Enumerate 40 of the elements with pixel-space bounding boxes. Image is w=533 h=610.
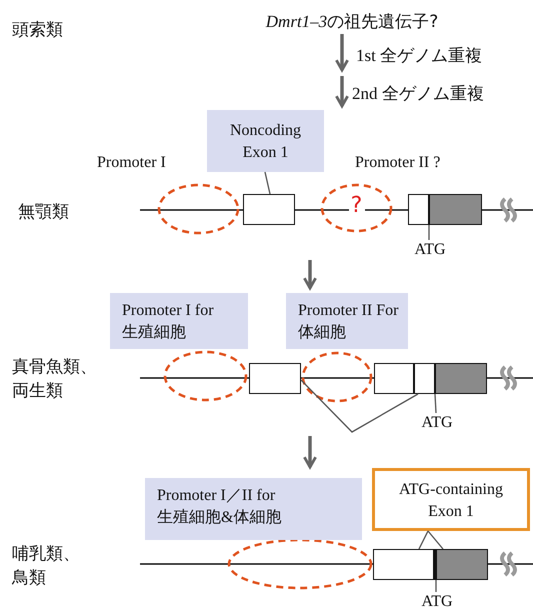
atg-label: ATG xyxy=(417,592,457,610)
exon-box xyxy=(249,363,301,394)
exon-box xyxy=(374,363,414,394)
callout-box: Promoter I／II for 生殖細胞&体細胞 xyxy=(145,478,362,540)
connector-line xyxy=(300,380,418,433)
promoter-ellipse xyxy=(227,538,373,590)
promoter-ellipse xyxy=(163,350,248,402)
connector-line xyxy=(428,530,444,550)
callout-box: Promoter II For 体細胞 xyxy=(286,293,408,349)
taxon-label: 真骨魚類、両生類 xyxy=(12,356,98,403)
arrow xyxy=(303,260,317,290)
promoter-ellipse xyxy=(320,183,393,233)
connector-line xyxy=(434,394,437,414)
atg-label: ATG xyxy=(417,413,457,431)
taxon-label: 哺乳類、鳥類 xyxy=(12,543,81,590)
taxon-label: 頭索類 xyxy=(12,19,64,42)
callout-box: Promoter I for 生殖細胞 xyxy=(110,293,248,349)
exon-box xyxy=(243,194,295,225)
connector-line xyxy=(428,225,430,240)
exon-box xyxy=(414,363,435,394)
promoter-ellipse xyxy=(301,351,373,403)
exon-box xyxy=(408,194,429,225)
callout-box: Noncoding Exon 1 xyxy=(207,110,324,172)
coding-exon-box xyxy=(435,363,487,394)
connector-line xyxy=(264,172,271,194)
promoter-label: Promoter I xyxy=(97,153,166,172)
connector-line xyxy=(435,580,437,592)
arrow xyxy=(335,34,349,72)
exon-box xyxy=(373,549,434,580)
gene-title: Dmrt1–3の祖先遺伝子? xyxy=(232,10,472,34)
promoter-ellipse xyxy=(157,183,240,235)
coding-exon-box xyxy=(434,549,488,580)
callout-box: ATG-containing Exon 1 xyxy=(372,468,530,531)
arrow xyxy=(335,76,349,108)
coding-exon-box xyxy=(429,194,482,225)
connector-line xyxy=(418,530,429,550)
atg-label: ATG xyxy=(410,240,450,258)
promoter-label: Promoter II ? xyxy=(355,153,440,172)
taxon-label: 無顎類 xyxy=(18,201,70,224)
arrow xyxy=(303,436,317,468)
